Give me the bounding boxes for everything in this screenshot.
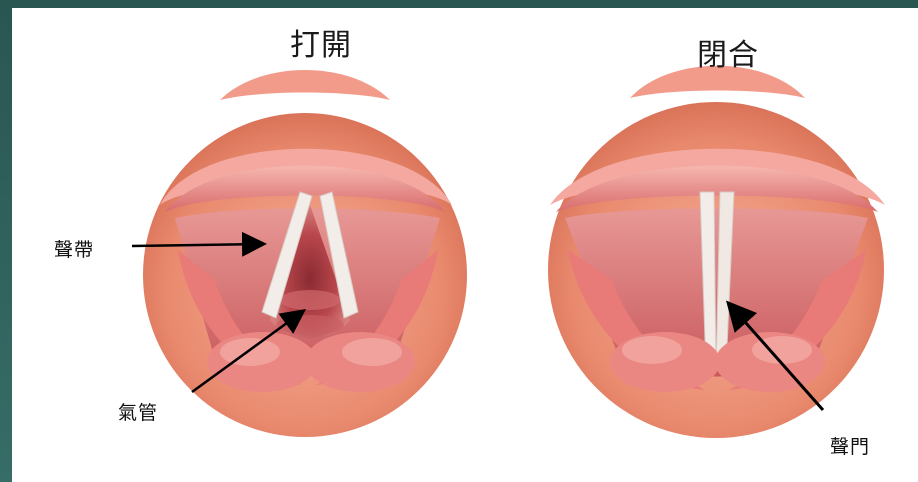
- label-vocal-cords: 聲帶: [54, 235, 94, 262]
- label-trachea: 氣管: [118, 398, 158, 425]
- title-closed: 閉合: [697, 30, 759, 74]
- label-glottis: 聲門: [830, 432, 870, 459]
- title-open: 打開: [290, 20, 352, 64]
- open-larynx-illustration: [143, 70, 467, 437]
- closed-larynx-illustration: [548, 66, 885, 438]
